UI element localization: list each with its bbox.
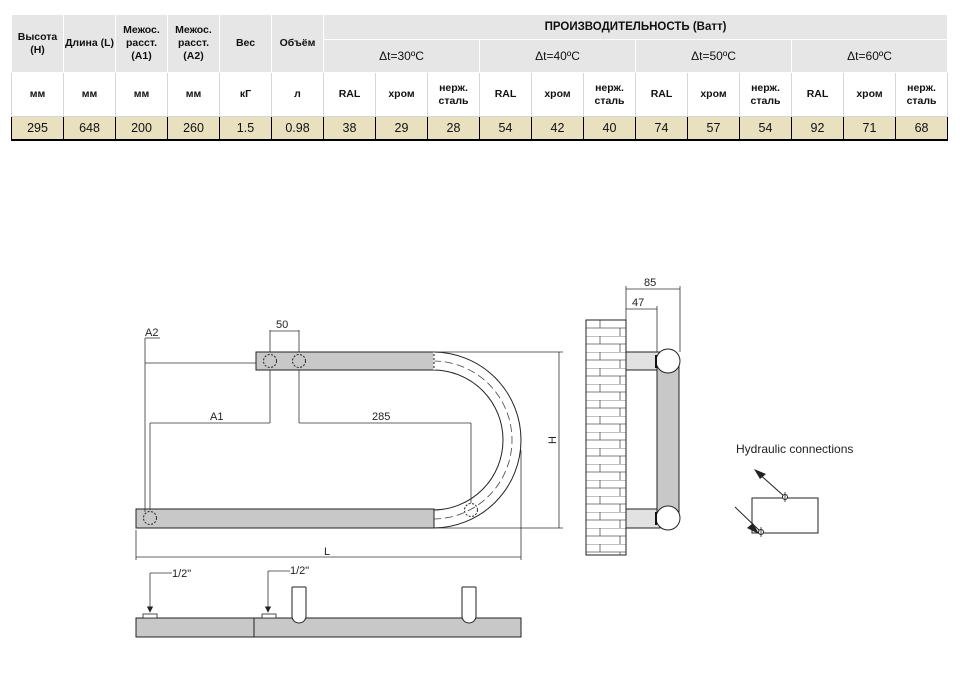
value-dt40-steel: 40 xyxy=(583,116,636,141)
bottom-tube xyxy=(135,508,435,529)
connection-circle xyxy=(292,354,306,368)
value-dt40-ral: 54 xyxy=(479,116,532,141)
value-height: 295 xyxy=(11,116,64,141)
hydraulic-schematic: Hydraulic connections xyxy=(734,442,853,537)
top-tube xyxy=(255,351,435,371)
pipe-stub xyxy=(461,587,477,624)
finish-steel-50: нерж. сталь xyxy=(739,72,792,117)
side-pipe-top xyxy=(655,348,681,374)
finish-chrome-30: хром xyxy=(375,72,428,117)
dim-85-label: 85 xyxy=(644,277,656,289)
bottom-view: 1/2" 1/2" xyxy=(135,565,522,638)
col-header-weight: Вес xyxy=(219,14,272,73)
value-a1: 200 xyxy=(115,116,168,141)
dim-47-label: 47 xyxy=(632,297,644,309)
spec-table: Высота (Н) Длина (L) Межос. расст. (А1) … xyxy=(11,14,949,141)
value-dt30-chrome: 29 xyxy=(375,116,428,141)
bottom-view-bar xyxy=(135,617,522,638)
delta-header-50: Δt=50ºC xyxy=(635,39,792,73)
table-bottom-rule xyxy=(11,139,947,141)
value-dt30-ral: 38 xyxy=(323,116,376,141)
unit-height: мм xyxy=(11,72,64,117)
col-header-volume: Объём xyxy=(271,14,324,73)
connection-circle xyxy=(464,503,478,517)
connection-circle xyxy=(143,511,157,525)
delta-header-60: Δt=60ºC xyxy=(790,39,949,73)
finish-chrome-40: хром xyxy=(531,72,584,117)
finish-chrome-50: хром xyxy=(687,72,740,117)
wall-bracket xyxy=(625,508,661,529)
value-dt40-chrome: 42 xyxy=(531,116,584,141)
value-dt60-chrome: 71 xyxy=(843,116,896,141)
finish-ral-50: RAL xyxy=(635,72,688,117)
dim-a2-label: A2 xyxy=(145,327,158,339)
unit-length: мм xyxy=(63,72,116,117)
pipe-stub xyxy=(291,587,307,624)
thread-nipple xyxy=(261,613,277,619)
performance-title: ПРОИЗВОДИТЕЛЬНОСТЬ (Ватт) xyxy=(322,14,949,40)
col-header-height: Высота (Н) xyxy=(11,14,64,73)
finish-ral-30: RAL xyxy=(323,72,376,117)
unit-volume: л xyxy=(271,72,324,117)
side-pipe-bottom xyxy=(655,505,681,531)
value-dt50-ral: 74 xyxy=(635,116,688,141)
dim-h-label: H xyxy=(547,436,559,444)
side-tube xyxy=(656,360,680,520)
col-header-length: Длина (L) xyxy=(63,14,116,73)
u-bend xyxy=(432,351,522,529)
dim-285-label: 285 xyxy=(372,411,390,423)
value-dt30-steel: 28 xyxy=(427,116,480,141)
side-view: 85 47 xyxy=(585,277,681,556)
hydraulic-label: Hydraulic connections xyxy=(736,442,853,456)
dim-50-label: 50 xyxy=(276,319,288,331)
value-length: 648 xyxy=(63,116,116,141)
front-view: A2 50 A1 285 H L xyxy=(135,319,563,560)
thread-label-2: 1/2" xyxy=(290,565,309,577)
finish-chrome-60: хром xyxy=(843,72,896,117)
finish-steel-60: нерж. сталь xyxy=(894,72,949,117)
finish-steel-30: нерж. сталь xyxy=(427,72,480,117)
outlet-arrow xyxy=(747,523,759,534)
thread-label-1: 1/2" xyxy=(172,568,191,580)
delta-header-30: Δt=30ºC xyxy=(323,39,480,73)
hydraulic-box xyxy=(751,497,819,534)
thread-nipple xyxy=(142,613,158,619)
value-dt50-chrome: 57 xyxy=(687,116,740,141)
finish-steel-40: нерж. сталь xyxy=(583,72,636,117)
col-header-a2: Межос. расст. (А2) xyxy=(167,14,220,73)
value-dt60-steel: 68 xyxy=(894,116,949,141)
col-header-a1: Межос. расст. (А1) xyxy=(115,14,168,73)
dim-a1-label: A1 xyxy=(210,411,223,423)
inlet-arrow xyxy=(754,469,766,479)
wall-bracket xyxy=(625,351,661,371)
finish-ral-60: RAL xyxy=(791,72,844,117)
connection-circle xyxy=(263,354,277,368)
dim-l-label: L xyxy=(324,546,330,558)
brick-wall xyxy=(585,319,627,556)
